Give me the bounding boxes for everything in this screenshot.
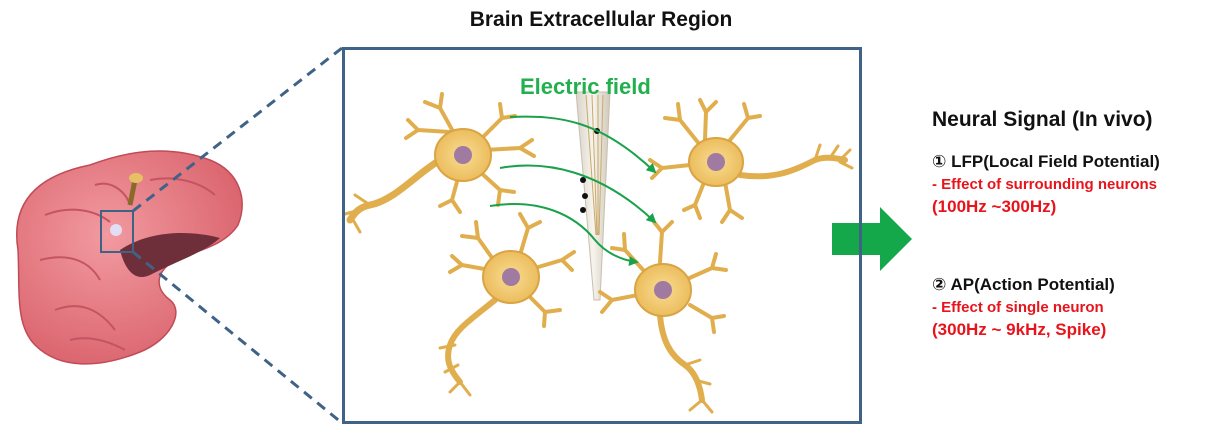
- extracellular-region-frame: [342, 47, 862, 424]
- brain-illustration: [17, 151, 242, 364]
- signal-description: - Effect of surrounding neurons: [932, 176, 1212, 193]
- signal-range: (100Hz ~300Hz): [932, 197, 1212, 217]
- signal-heading: ① LFP(Local Field Potential): [932, 152, 1212, 172]
- signal-range: (300Hz ~ 9kHz, Spike): [932, 320, 1212, 340]
- signal-heading: ② AP(Action Potential): [932, 275, 1212, 295]
- signal-item-lfp: ① LFP(Local Field Potential) - Effect of…: [932, 152, 1212, 217]
- neural-signal-title: Neural Signal (In vivo): [932, 108, 1212, 132]
- neural-signal-panel: Neural Signal (In vivo) ① LFP(Local Fiel…: [932, 108, 1212, 340]
- electric-field-label: Electric field: [520, 74, 651, 100]
- signal-item-ap: ② AP(Action Potential) - Effect of singl…: [932, 275, 1212, 340]
- signal-description: - Effect of single neuron: [932, 299, 1212, 316]
- zoom-line-bottom: [133, 252, 342, 423]
